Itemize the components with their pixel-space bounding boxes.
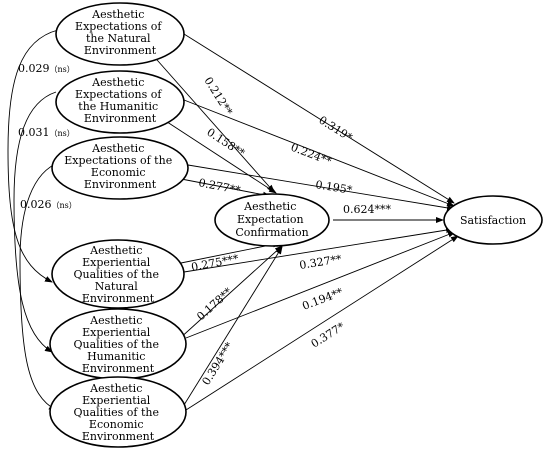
svg-text:Aesthetic Expectation: Aesthetic Expectation Confirmation: [235, 200, 308, 239]
edge-n1-sat: [183, 33, 455, 204]
correlation-curve-natural: [7, 29, 59, 283]
node-economic-expectations: Aesthetic Expectations of the Economic E…: [51, 136, 189, 200]
node-humanitic-qualities: Aesthetic Experiential Qualities of the …: [49, 308, 187, 380]
node-line: Experiential: [82, 256, 151, 269]
edge-n2-sat: [183, 99, 455, 207]
svg-text:Aesthetic Experiential: Aesthetic Experiential Qualities of the …: [74, 244, 163, 305]
node-line: the Natural: [86, 32, 151, 45]
svg-text:Aesthetic Expectations o: Aesthetic Expectations of the Natural En…: [75, 8, 165, 57]
paths-to-satisfaction: [183, 33, 459, 411]
correlation-curve-economic: [19, 161, 61, 411]
node-line: Economic: [89, 418, 144, 431]
node-line: Qualities of the: [74, 268, 160, 281]
correlation-curve-humanitic: [13, 91, 57, 353]
node-line: the Humanitic: [78, 100, 158, 113]
svg-text:Aesthetic Experiential: Aesthetic Experiential Qualities of the …: [74, 314, 163, 375]
coef-n1-sat: 0.319*: [316, 114, 355, 145]
coef-n2-sat: 0.224**: [289, 141, 334, 169]
coef-n3-sat: 0.195*: [315, 178, 354, 197]
edge-n1-conf: [149, 51, 275, 193]
node-line: Satisfaction: [460, 214, 526, 227]
node-satisfaction: Satisfaction: [443, 195, 543, 245]
node-line: Experiential: [82, 326, 151, 339]
node-line: Humanitic: [87, 350, 145, 363]
edge-n6-conf: [183, 246, 283, 406]
edge-n2-conf: [157, 115, 277, 194]
svg-text:Aesthetic Expectations o: Aesthetic Expectations of the Economic E…: [64, 142, 175, 191]
node-line: Environment: [82, 292, 155, 305]
node-expectation-confirmation: Aesthetic Expectation Confirmation: [214, 193, 330, 247]
correlation-label: 0.031（ns）: [18, 126, 75, 139]
node-line: Environment: [82, 362, 155, 375]
coef-n6-conf: 0.394***: [200, 340, 237, 388]
node-line: Qualities of the: [74, 406, 160, 419]
correlation-label: 0.026（ns）: [20, 198, 77, 211]
node-line: Aesthetic: [91, 8, 144, 21]
node-line: Expectations of: [75, 20, 162, 33]
node-line: Environment: [84, 44, 157, 57]
edge-n3-sat: [187, 164, 455, 211]
coef-n2-conf: 0.158**: [204, 126, 247, 160]
node-line: Aesthetic: [91, 76, 144, 89]
node-line: Expectations of the: [64, 154, 172, 167]
correlation-labels: 0.029（ns） 0.031（ns） 0.026（ns）: [18, 62, 77, 211]
correlation-label: 0.029（ns）: [18, 62, 75, 75]
paths-to-confirmation: [149, 51, 283, 406]
node-line: Aesthetic: [89, 382, 142, 395]
edge-n6-sat: [185, 235, 459, 411]
edge-n5-sat: [185, 231, 456, 339]
coef-n5-conf: 0.178**: [194, 285, 235, 323]
svg-text:Aesthetic Experiential: Aesthetic Experiential Qualities of the …: [74, 382, 163, 443]
node-line: Aesthetic: [89, 314, 142, 327]
edge-n3-conf: [175, 177, 271, 198]
coef-n4-sat: 0.327**: [298, 252, 342, 272]
edge-n4-sat: [183, 227, 454, 273]
coef-n3-conf: 0.277**: [197, 176, 242, 197]
node-line: Expectations of: [75, 88, 162, 101]
node-natural-expectations: Aesthetic Expectations of the Natural En…: [55, 2, 185, 66]
node-line: Aesthetic: [91, 142, 144, 155]
svg-text:Aesthetic Expectations o: Aesthetic Expectations of the Humanitic …: [75, 76, 165, 125]
node-line: Qualities of the: [74, 338, 160, 351]
edge-n4-conf: [175, 241, 281, 265]
node-line: Environment: [84, 112, 157, 125]
node-line: Environment: [84, 178, 157, 191]
edge-n5-conf: [177, 245, 283, 341]
node-line: Expectation: [237, 213, 304, 226]
coef-n1-conf: 0.212**: [201, 75, 235, 118]
node-natural-qualities: Aesthetic Experiential Qualities of the …: [51, 239, 185, 309]
node-line: Environment: [82, 430, 155, 443]
node-line: Aesthetic: [243, 200, 296, 213]
coef-n5-sat: 0.194**: [300, 285, 345, 313]
node-economic-qualities: Aesthetic Experiential Qualities of the …: [49, 376, 187, 448]
node-line: Experiential: [82, 394, 151, 407]
coef-n6-sat: 0.377*: [309, 320, 348, 351]
node-humanitic-expectations: Aesthetic Expectations of the Humanitic …: [55, 70, 185, 134]
coef-conf-sat: 0.624***: [343, 203, 391, 216]
node-line: Confirmation: [235, 226, 308, 239]
correlation-curves: [7, 29, 61, 411]
coef-n4-conf: 0.275***: [190, 252, 240, 274]
node-line: Economic: [91, 166, 146, 179]
node-line: Aesthetic: [89, 244, 142, 257]
node-line: Natural: [95, 280, 139, 293]
